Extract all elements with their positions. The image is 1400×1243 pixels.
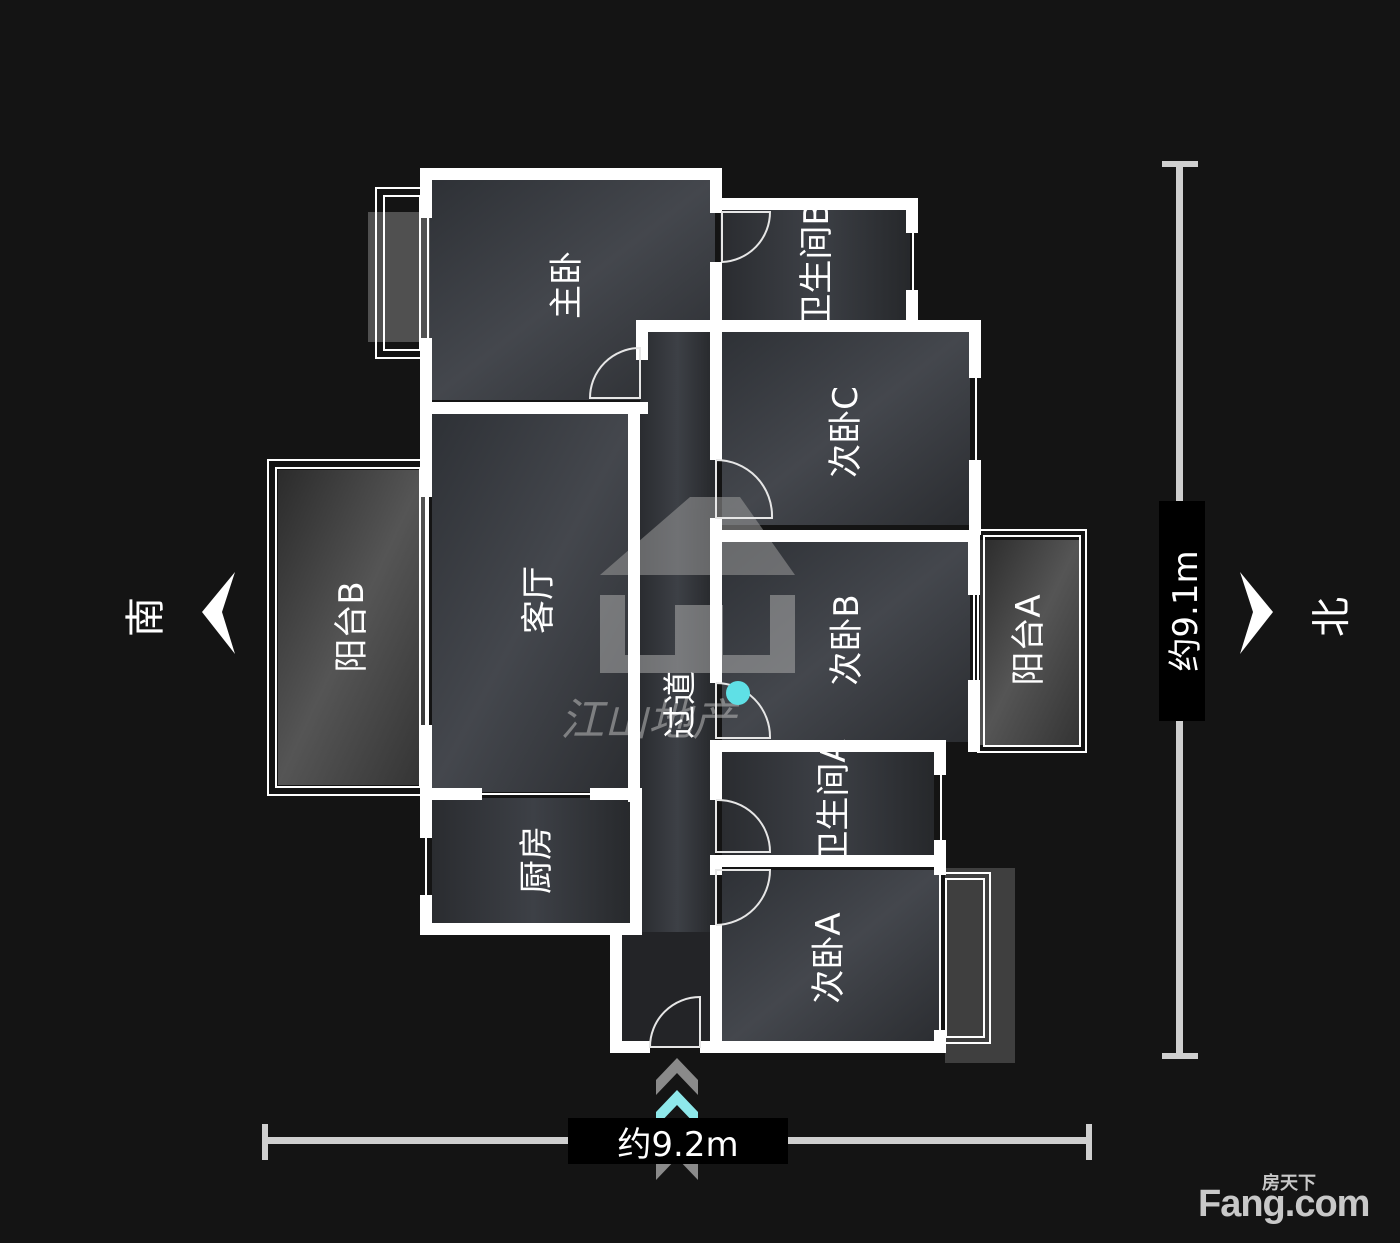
label-bathroom-a: 卫生间A: [814, 739, 854, 864]
direction-south: 南: [123, 597, 169, 637]
label-living-room: 客厅: [519, 566, 559, 634]
room-labels: 主卧 卫生间B 次卧C 客厅 阳台B 次卧B 阳台A 过道 卫生间A 厨房 次卧…: [332, 202, 1049, 1003]
label-bathroom-b: 卫生间B: [797, 202, 837, 327]
depth-dimension: 约9.1m: [1159, 501, 1206, 721]
door-bathroom-a: [715, 798, 772, 853]
floor-bedroom-c[interactable]: [722, 330, 970, 525]
door-bathroom-b: [721, 211, 772, 263]
windows: [267, 187, 1087, 1044]
door-bedroom-c: [715, 459, 774, 519]
agency-logo-watermark: 江山地产: [560, 497, 795, 746]
room-floors: [278, 180, 1080, 1063]
floor-bathroom-b[interactable]: [720, 208, 910, 320]
floor-bedroom-a[interactable]: [722, 870, 940, 1048]
door-entry: [648, 995, 701, 1048]
doors: [588, 211, 774, 1048]
floor-balcony-a[interactable]: [980, 540, 1080, 745]
label-balcony-a: 阳台A: [1009, 594, 1049, 685]
label-bedroom-a: 次卧A: [809, 912, 849, 1003]
label-bedroom-b: 次卧B: [827, 594, 867, 685]
agency-watermark-text: 江山地产: [560, 695, 740, 746]
door-bedroom-b: [715, 682, 772, 739]
floor-bedroom-b[interactable]: [722, 542, 970, 742]
direction-north: 北: [1309, 597, 1355, 637]
label-bedroom-c: 次卧C: [826, 386, 866, 478]
door-bedroom-a: [715, 869, 772, 926]
label-master-bedroom: 主卧: [547, 251, 587, 319]
floor-corridor[interactable]: [640, 330, 715, 1045]
floor-bathroom-a[interactable]: [722, 752, 934, 857]
chevron-left-icon[interactable]: [202, 572, 235, 654]
floor-balcony-b[interactable]: [278, 470, 426, 785]
door-master-bedroom: [588, 346, 641, 399]
label-balcony-b: 阳台B: [332, 581, 372, 672]
chevron-right-icon[interactable]: [1240, 572, 1273, 654]
floor-entry[interactable]: [620, 932, 710, 1047]
site-name-en: Fang.com: [1198, 1183, 1370, 1225]
fang-com-watermark: 房天下 Fang.com: [1198, 1169, 1378, 1229]
label-kitchen: 厨房: [517, 826, 557, 894]
floor-kitchen[interactable]: [432, 798, 635, 923]
label-corridor: 过道: [661, 671, 701, 739]
current-position-marker[interactable]: [726, 681, 750, 705]
bay-window-bedroom-a-floor: [945, 868, 1015, 1063]
site-name-cn: 房天下: [1262, 1173, 1316, 1194]
width-dimension: 约9.2m: [568, 1118, 788, 1165]
